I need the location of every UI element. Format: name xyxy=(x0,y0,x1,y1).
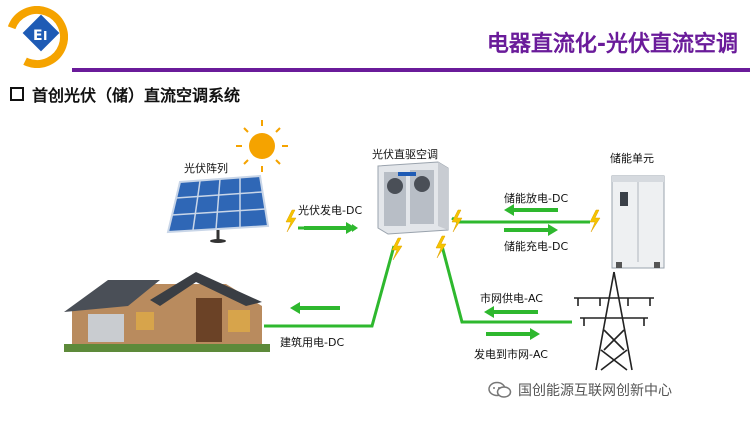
watermark: 国创能源互联网创新中心 xyxy=(488,380,672,400)
pv-generation-label: 光伏发电-DC xyxy=(298,204,363,217)
storage-cabinet-icon xyxy=(611,175,665,269)
lightning-icon xyxy=(391,237,403,261)
lightning-icon xyxy=(589,209,601,233)
arrow-discharge-shaft xyxy=(514,208,558,212)
arrow-pv-generation xyxy=(300,224,358,232)
section-title: 首创光伏（储）直流空调系统 xyxy=(32,86,241,105)
arrow-pv-generation-shaft xyxy=(304,226,346,230)
line-ac-to-building xyxy=(264,245,396,328)
arrow-to-grid-shaft xyxy=(486,332,530,336)
sun-icon xyxy=(236,120,288,172)
arrow-pv-generation-head xyxy=(346,222,356,234)
section-heading: 首创光伏（储）直流空调系统 xyxy=(10,82,240,106)
watermark-text: 国创能源互联网创新中心 xyxy=(518,383,672,399)
storage-charge-label: 储能充电-DC xyxy=(504,240,569,253)
svg-text:I: I xyxy=(43,29,47,43)
arrow-building-head xyxy=(290,302,300,314)
house-icon xyxy=(64,272,270,352)
arrow-charge-shaft xyxy=(504,228,548,232)
building-use-label: 建筑用电-DC xyxy=(280,336,345,349)
logo-icon: E I xyxy=(6,6,68,68)
line-ac-to-grid xyxy=(440,245,572,324)
arrow-grid-supply-head xyxy=(484,306,494,318)
svg-text:E: E xyxy=(33,28,43,44)
solar-array-label: 光伏阵列 xyxy=(184,162,228,175)
lightning-icon xyxy=(435,235,447,259)
page-title: 电器直流化-光伏直流空调 xyxy=(486,32,738,57)
lightning-icon xyxy=(285,209,297,233)
hvac-unit-icon xyxy=(377,161,449,235)
lightning-icon xyxy=(451,209,463,233)
storage-unit-label: 储能单元 xyxy=(610,152,654,165)
power-tower-icon xyxy=(574,271,654,371)
wechat-icon xyxy=(488,381,512,398)
line-ac-to-storage xyxy=(451,216,590,224)
arrow-building-shaft xyxy=(300,306,340,310)
solar-panel-icon xyxy=(166,174,270,243)
bullet-square-icon xyxy=(10,87,24,101)
arrow-grid-supply-shaft xyxy=(494,310,538,314)
arrow-discharge-head xyxy=(504,204,514,216)
header-divider xyxy=(72,68,750,72)
to-grid-label: 发电到市网-AC xyxy=(474,348,548,361)
arrow-charge-head xyxy=(548,224,558,236)
grid-supply-label: 市网供电-AC xyxy=(480,292,543,305)
arrow-to-grid-head xyxy=(530,328,540,340)
storage-discharge-label: 储能放电-DC xyxy=(504,192,569,205)
ac-unit-label: 光伏直驱空调 xyxy=(372,148,438,161)
